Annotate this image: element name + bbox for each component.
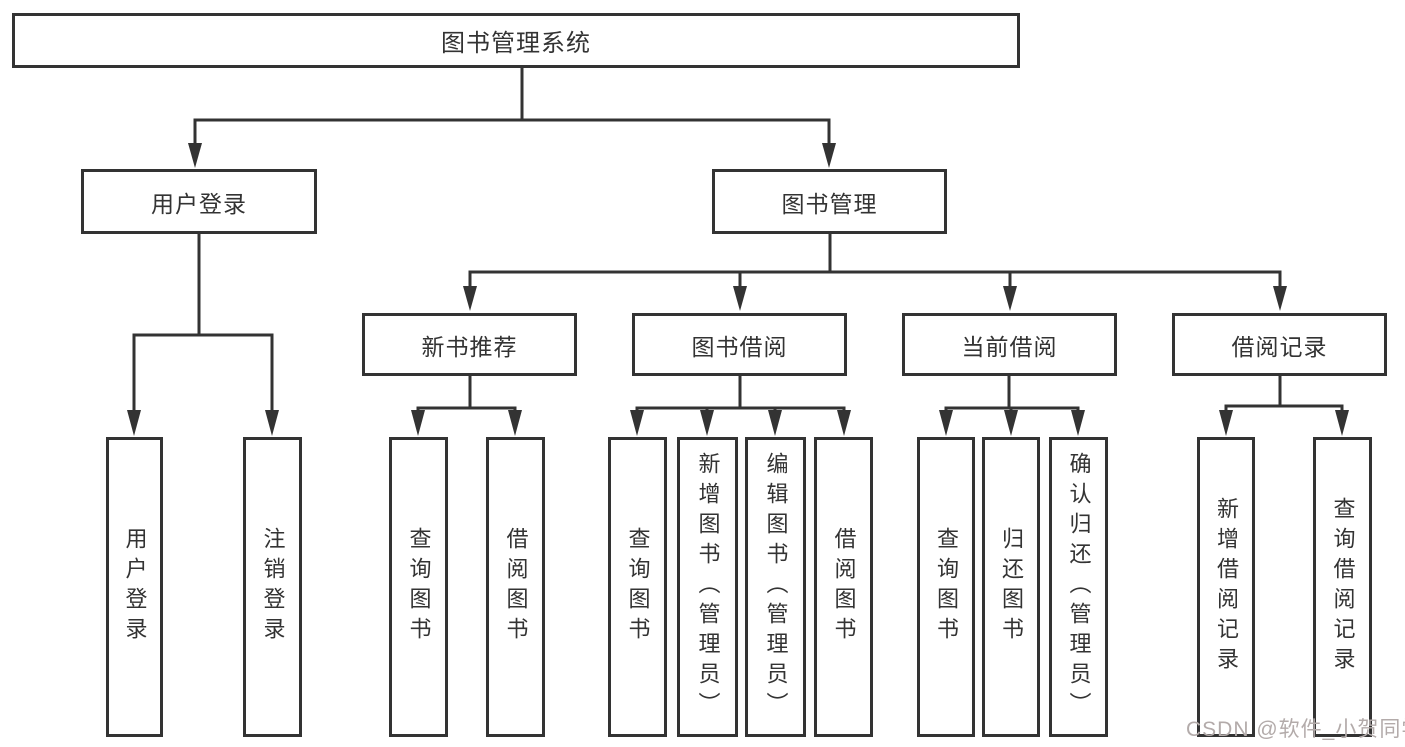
leaf-bb-edit-book-admin: 编辑图书（管理员） [745,437,806,737]
node-label: 用户登录 [122,527,148,647]
leaf-bb-add-book-admin: 新增图书（管理员） [677,437,738,737]
connector-currentborrow-leaves [944,374,1080,412]
node-new-book-recommend: 新书推荐 [362,313,577,376]
leaf-cb-query-book: 查询图书 [917,437,975,737]
node-label: 新增图书（管理员） [695,452,721,722]
node-user-login: 用户登录 [81,169,317,234]
arrowheads-userlogin-leaves [127,410,279,436]
leaf-br-query-record: 查询借阅记录 [1313,437,1372,737]
node-book-management: 图书管理 [712,169,947,234]
arrowheads-level3 [463,286,1287,311]
leaf-cb-confirm-return-admin: 确认归还（管理员） [1049,437,1108,737]
leaf-br-add-record: 新增借阅记录 [1197,437,1255,737]
node-label: 图书管理 [781,190,878,217]
csdn-watermark: CSDN @软件_小贺同学 [1186,718,1405,741]
connector-borrowrecord-leaves [1224,374,1344,412]
node-label: 查询图书 [406,527,432,647]
node-book-borrow: 图书借阅 [632,313,847,376]
node-label: 借阅图书 [831,527,857,647]
arrowheads-bookborrow-leaves [630,410,851,436]
node-label: 新书推荐 [421,333,518,360]
node-label: 查询图书 [934,527,959,647]
leaf-logout: 注销登录 [243,437,302,737]
node-label: 归还图书 [999,527,1024,647]
node-root: 图书管理系统 [12,13,1020,68]
leaf-cb-return-book: 归还图书 [982,437,1040,737]
node-label: 新增借阅记录 [1214,497,1239,677]
leaf-nb-query-book: 查询图书 [389,437,448,737]
connector-userlogin-leaves [132,232,274,412]
node-current-borrow: 当前借阅 [902,313,1117,376]
node-label: 用户登录 [151,190,247,217]
leaf-nb-borrow-book: 借阅图书 [486,437,545,737]
connector-bookmgmt-to-level3 [468,232,1282,288]
node-label: 当前借阅 [961,333,1058,360]
arrowheads-newbook-leaves [411,410,522,436]
leaf-bb-query-book: 查询图书 [608,437,667,737]
node-label: 借阅图书 [503,527,529,647]
node-label: 图书管理系统 [441,30,591,57]
node-label: 图书借阅 [691,333,788,360]
node-label: 编辑图书（管理员） [763,452,789,722]
node-label: 借阅记录 [1231,333,1328,360]
leaf-user-login: 用户登录 [106,437,163,737]
node-label: 查询借阅记录 [1330,497,1356,677]
arrowheads-currentborrow-leaves [939,410,1085,436]
node-label: 查询图书 [625,527,651,647]
node-label: 注销登录 [260,527,286,647]
connector-root-to-level2 [193,66,831,144]
node-borrow-record: 借阅记录 [1172,313,1387,376]
leaf-bb-borrow-book: 借阅图书 [814,437,873,737]
arrowheads-level2 [188,143,836,168]
connector-bookborrow-leaves [635,374,846,412]
connector-newbook-leaves [416,374,517,412]
node-label: 确认归还（管理员） [1066,452,1092,722]
arrowheads-borrowrecord-leaves [1219,410,1349,436]
